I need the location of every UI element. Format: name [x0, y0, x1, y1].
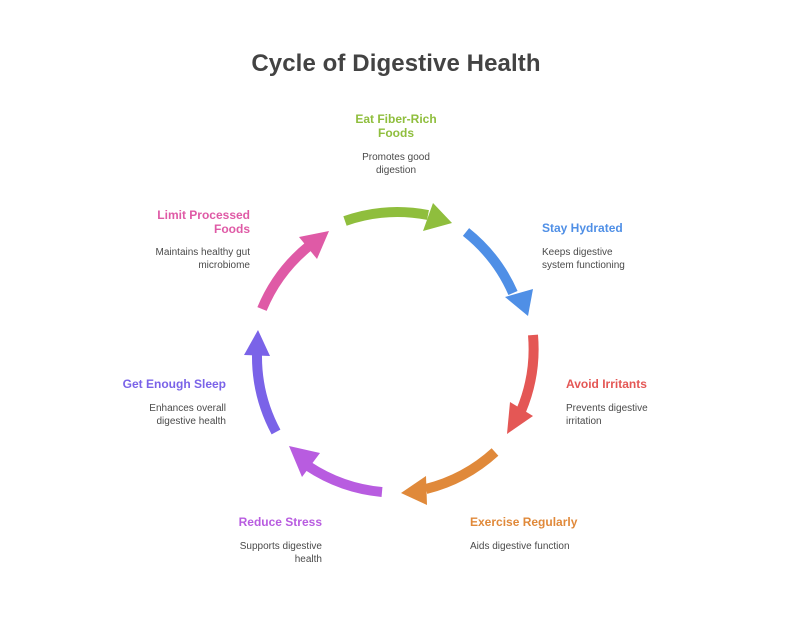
step-description-exercise-regularly: Aids digestive function — [470, 541, 570, 552]
cycle-arrow-get-enough-sleep-head — [244, 330, 270, 356]
step-label-stay-hydrated: Stay Hydrated — [542, 221, 623, 235]
cycle-arrow-exercise-regularly-head — [401, 476, 427, 505]
cycle-arrow-limit-processed-foods-head — [299, 231, 329, 259]
diagram-title: Cycle of Digestive Health — [251, 50, 541, 77]
cycle-arrow-exercise-regularly-shaft — [424, 448, 499, 494]
cycle-arrow-limit-processed-foods-shaft — [257, 242, 313, 311]
cycle-arrow-get-enough-sleep — [244, 330, 281, 435]
step-label-exercise-regularly: Exercise Regularly — [470, 515, 578, 529]
cycle-arrow-stay-hydrated — [462, 228, 533, 316]
cycle-arrow-exercise-regularly — [401, 448, 499, 505]
cycle-arrow-reduce-stress-shaft — [305, 461, 383, 497]
cycle-arrow-eat-fiber-rich-foods-head — [423, 203, 452, 231]
cycle-arrow-limit-processed-foods — [257, 231, 329, 311]
cycle-arrow-reduce-stress — [289, 446, 383, 497]
cycle-arrow-reduce-stress-head — [289, 446, 320, 477]
cycle-arrow-stay-hydrated-shaft — [462, 228, 518, 296]
step-label-reduce-stress: Reduce Stress — [238, 515, 322, 529]
cycle-arrow-avoid-irritants — [507, 334, 539, 434]
step-label-get-enough-sleep: Get Enough Sleep — [122, 377, 226, 391]
cycle-arrow-eat-fiber-rich-foods-shaft — [343, 207, 429, 226]
cycle-arrow-eat-fiber-rich-foods — [343, 203, 452, 231]
cycle-arrow-stay-hydrated-head — [505, 289, 533, 316]
cycle-arrow-avoid-irritants-head — [507, 402, 533, 434]
cycle-arrow-avoid-irritants-shaft — [516, 334, 539, 413]
cycle-arrow-get-enough-sleep-shaft — [251, 353, 281, 435]
step-label-avoid-irritants: Avoid Irritants — [566, 377, 647, 391]
